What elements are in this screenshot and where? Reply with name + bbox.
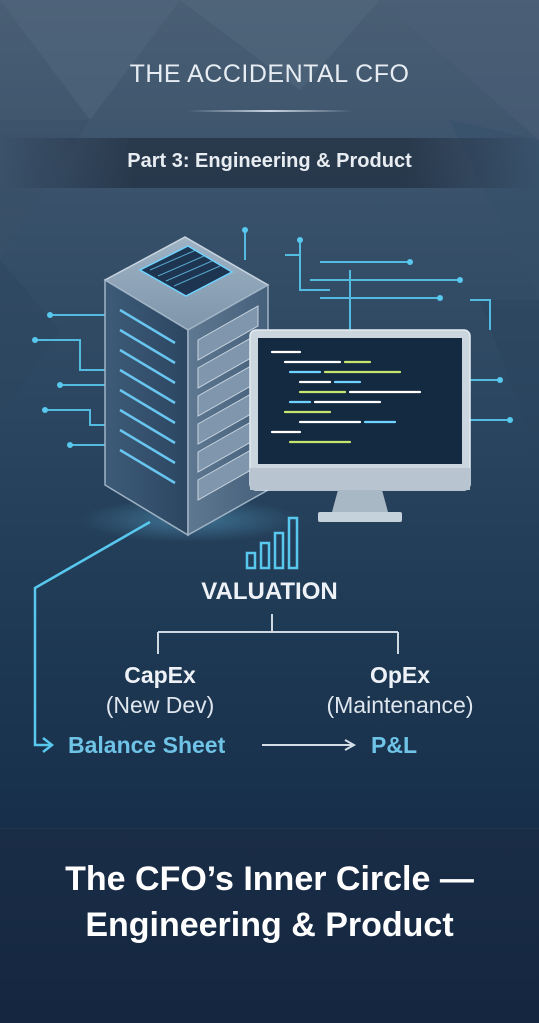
footer-title-line2: Engineering & Product	[85, 906, 454, 944]
pl-label: P&L	[371, 732, 417, 758]
circuit-traces	[35, 230, 510, 446]
footer-title-line1: The CFO’s Inner Circle —	[65, 860, 474, 898]
valuation-bracket	[157, 614, 399, 654]
part-label: Part 3: Engineering & Product	[127, 150, 412, 172]
title-divider	[188, 110, 352, 112]
flow-connector-left	[33, 520, 151, 753]
tech-illustration	[32, 227, 513, 542]
footer-band	[0, 828, 539, 1023]
server-rack-icon	[80, 236, 300, 542]
footer-title: The CFO’s Inner Circle — Engineering & P…	[0, 856, 539, 948]
valuation-label: VALUATION	[201, 578, 338, 605]
flow-arrow-balance-to-pl	[262, 739, 357, 751]
balance-sheet-label: Balance Sheet	[68, 732, 226, 758]
capex-label: CapEx	[124, 662, 196, 688]
flow-diagram	[33, 516, 399, 753]
opex-label: OpEx	[369, 662, 431, 688]
opex-note: (Maintenance)	[326, 692, 474, 718]
bar-chart-icon	[245, 516, 299, 570]
series-title: THE ACCIDENTAL CFO	[129, 60, 410, 88]
capex-note: (New Dev)	[105, 692, 215, 718]
code-monitor-icon	[249, 329, 471, 522]
part-band	[0, 138, 539, 188]
